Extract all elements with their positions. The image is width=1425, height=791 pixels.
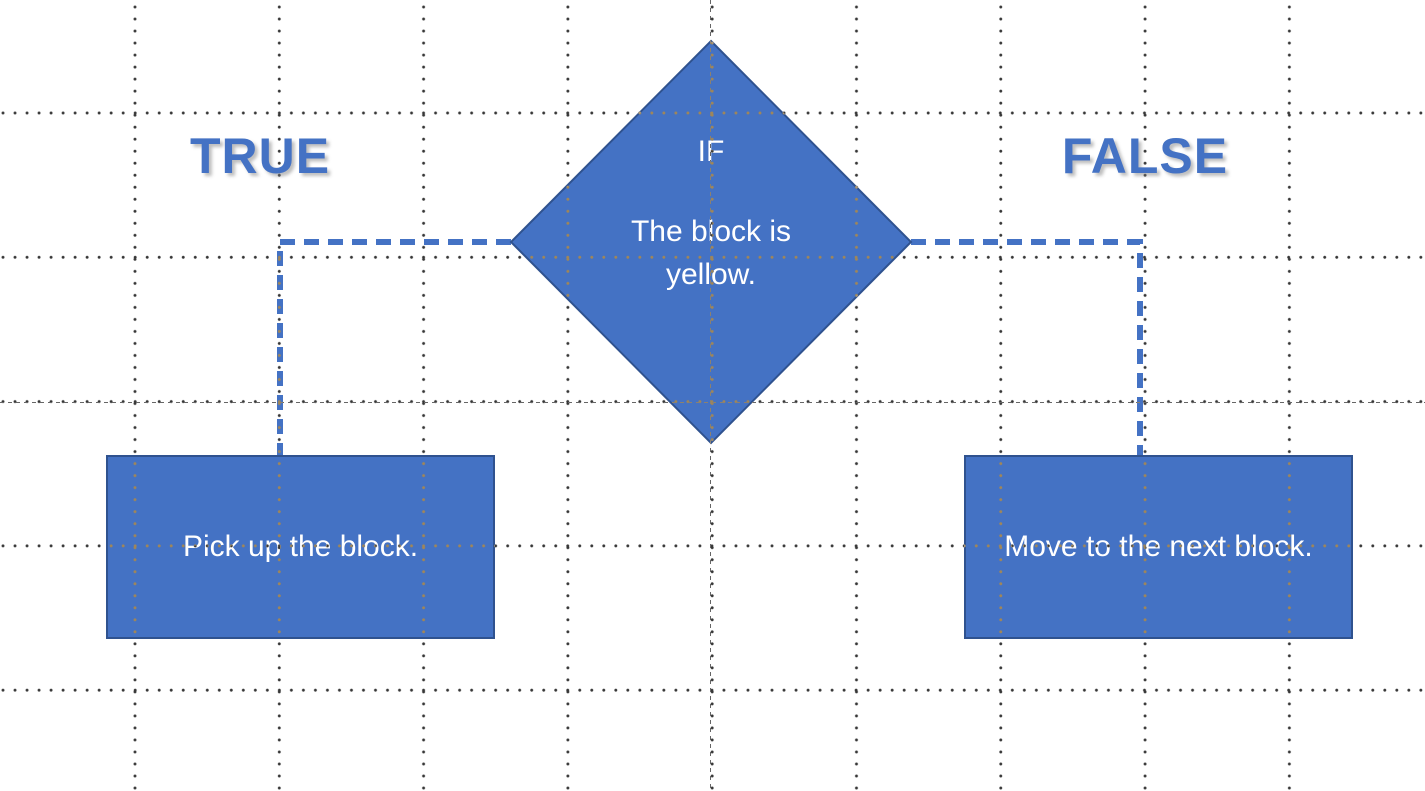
true-action-text: Pick up the block.	[182, 530, 419, 563]
false-action-text: Move to the next block.	[1004, 530, 1313, 563]
true-branch-connector[interactable]	[277, 239, 511, 455]
false-label[interactable]: FALSE	[1061, 128, 1229, 184]
false-action-box[interactable]: Move to the next block.	[964, 455, 1353, 639]
true-label[interactable]: TRUE	[189, 128, 331, 184]
false-branch-connector[interactable]	[911, 239, 1143, 455]
decision-diamond[interactable]	[509, 39, 913, 445]
true-action-box[interactable]: Pick up the block.	[106, 455, 495, 639]
